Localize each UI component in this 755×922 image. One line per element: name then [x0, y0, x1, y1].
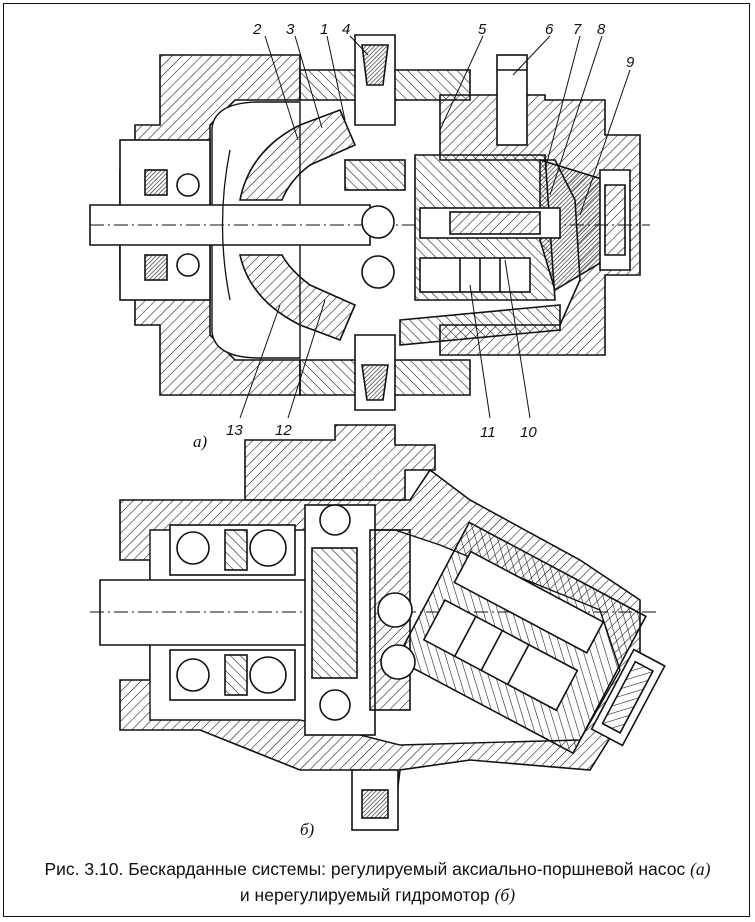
motor-bottom-boss	[351, 769, 399, 831]
caption-line-1: Рис. 3.10. Бескарданные системы: регулир…	[10, 856, 745, 882]
motor-ball-lower	[380, 644, 416, 680]
callout-3: 3	[286, 21, 295, 38]
inclined-block	[395, 521, 666, 755]
curved-plate-upper	[239, 108, 357, 201]
motor-top-boss	[244, 424, 436, 501]
callout-8: 8	[597, 21, 606, 38]
callout-13: 13	[226, 422, 243, 439]
callout-6: 6	[545, 21, 554, 38]
pump-drawing	[89, 34, 650, 411]
curved-plate-lower	[239, 254, 357, 342]
callout-5: 5	[478, 21, 487, 38]
caption-line-2-text: и нерегулируемый гидромотор	[239, 885, 490, 905]
callout-7: 7	[573, 21, 582, 38]
ball-lower	[361, 255, 395, 289]
technical-drawing: 2 3 1 4 5 6 7 8 9 13 12 11 10 а)	[89, 21, 666, 839]
motor-drawing	[90, 424, 666, 831]
figure-frame	[3, 3, 750, 917]
figure-caption: Рис. 3.10. Бескарданные системы: регулир…	[10, 856, 745, 908]
lower-channel	[399, 304, 561, 346]
callout-12: 12	[275, 422, 292, 439]
motor-ball-upper	[377, 592, 413, 628]
sublabel-b: б)	[300, 820, 315, 839]
callout-4: 4	[342, 21, 350, 38]
caption-mark-a: (а)	[690, 859, 711, 879]
callout-2: 2	[252, 21, 262, 38]
caption-line-2: и нерегулируемый гидромотор (б)	[10, 882, 745, 908]
caption-mark-b: (б)	[494, 885, 516, 905]
piston-lower	[419, 257, 531, 293]
callout-1: 1	[320, 21, 328, 38]
callout-11: 11	[480, 424, 496, 441]
sublabel-a: а)	[193, 432, 208, 451]
caption-line-1-text: Рис. 3.10. Бескарданные системы: регулир…	[44, 859, 686, 879]
callout-leaders	[239, 35, 631, 419]
callout-9: 9	[626, 54, 635, 71]
pin-6	[496, 54, 528, 146]
ball-upper	[361, 205, 395, 239]
callout-10: 10	[520, 424, 537, 441]
